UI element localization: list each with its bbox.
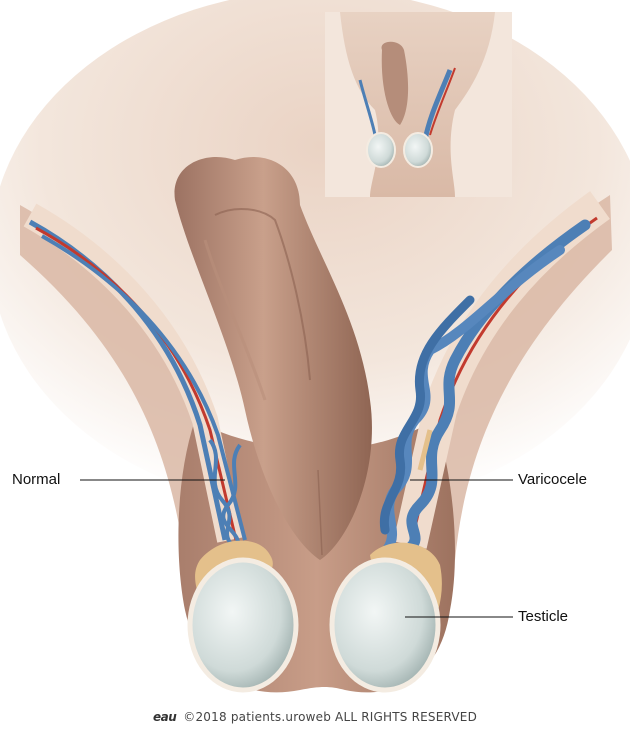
copyright-text: ©2018 patients.uroweb ALL RIGHTS RESERVE…	[183, 710, 477, 724]
copyright-footer: eau ©2018 patients.uroweb ALL RIGHTS RES…	[0, 710, 630, 724]
eau-logo: eau	[153, 710, 176, 724]
right-testicle	[332, 560, 438, 690]
varicocele-label: Varicocele	[518, 471, 587, 488]
left-testicle	[190, 560, 296, 690]
testicle-label: Testicle	[518, 608, 568, 625]
normal-label: Normal	[12, 471, 60, 488]
inset-overview	[325, 12, 512, 197]
